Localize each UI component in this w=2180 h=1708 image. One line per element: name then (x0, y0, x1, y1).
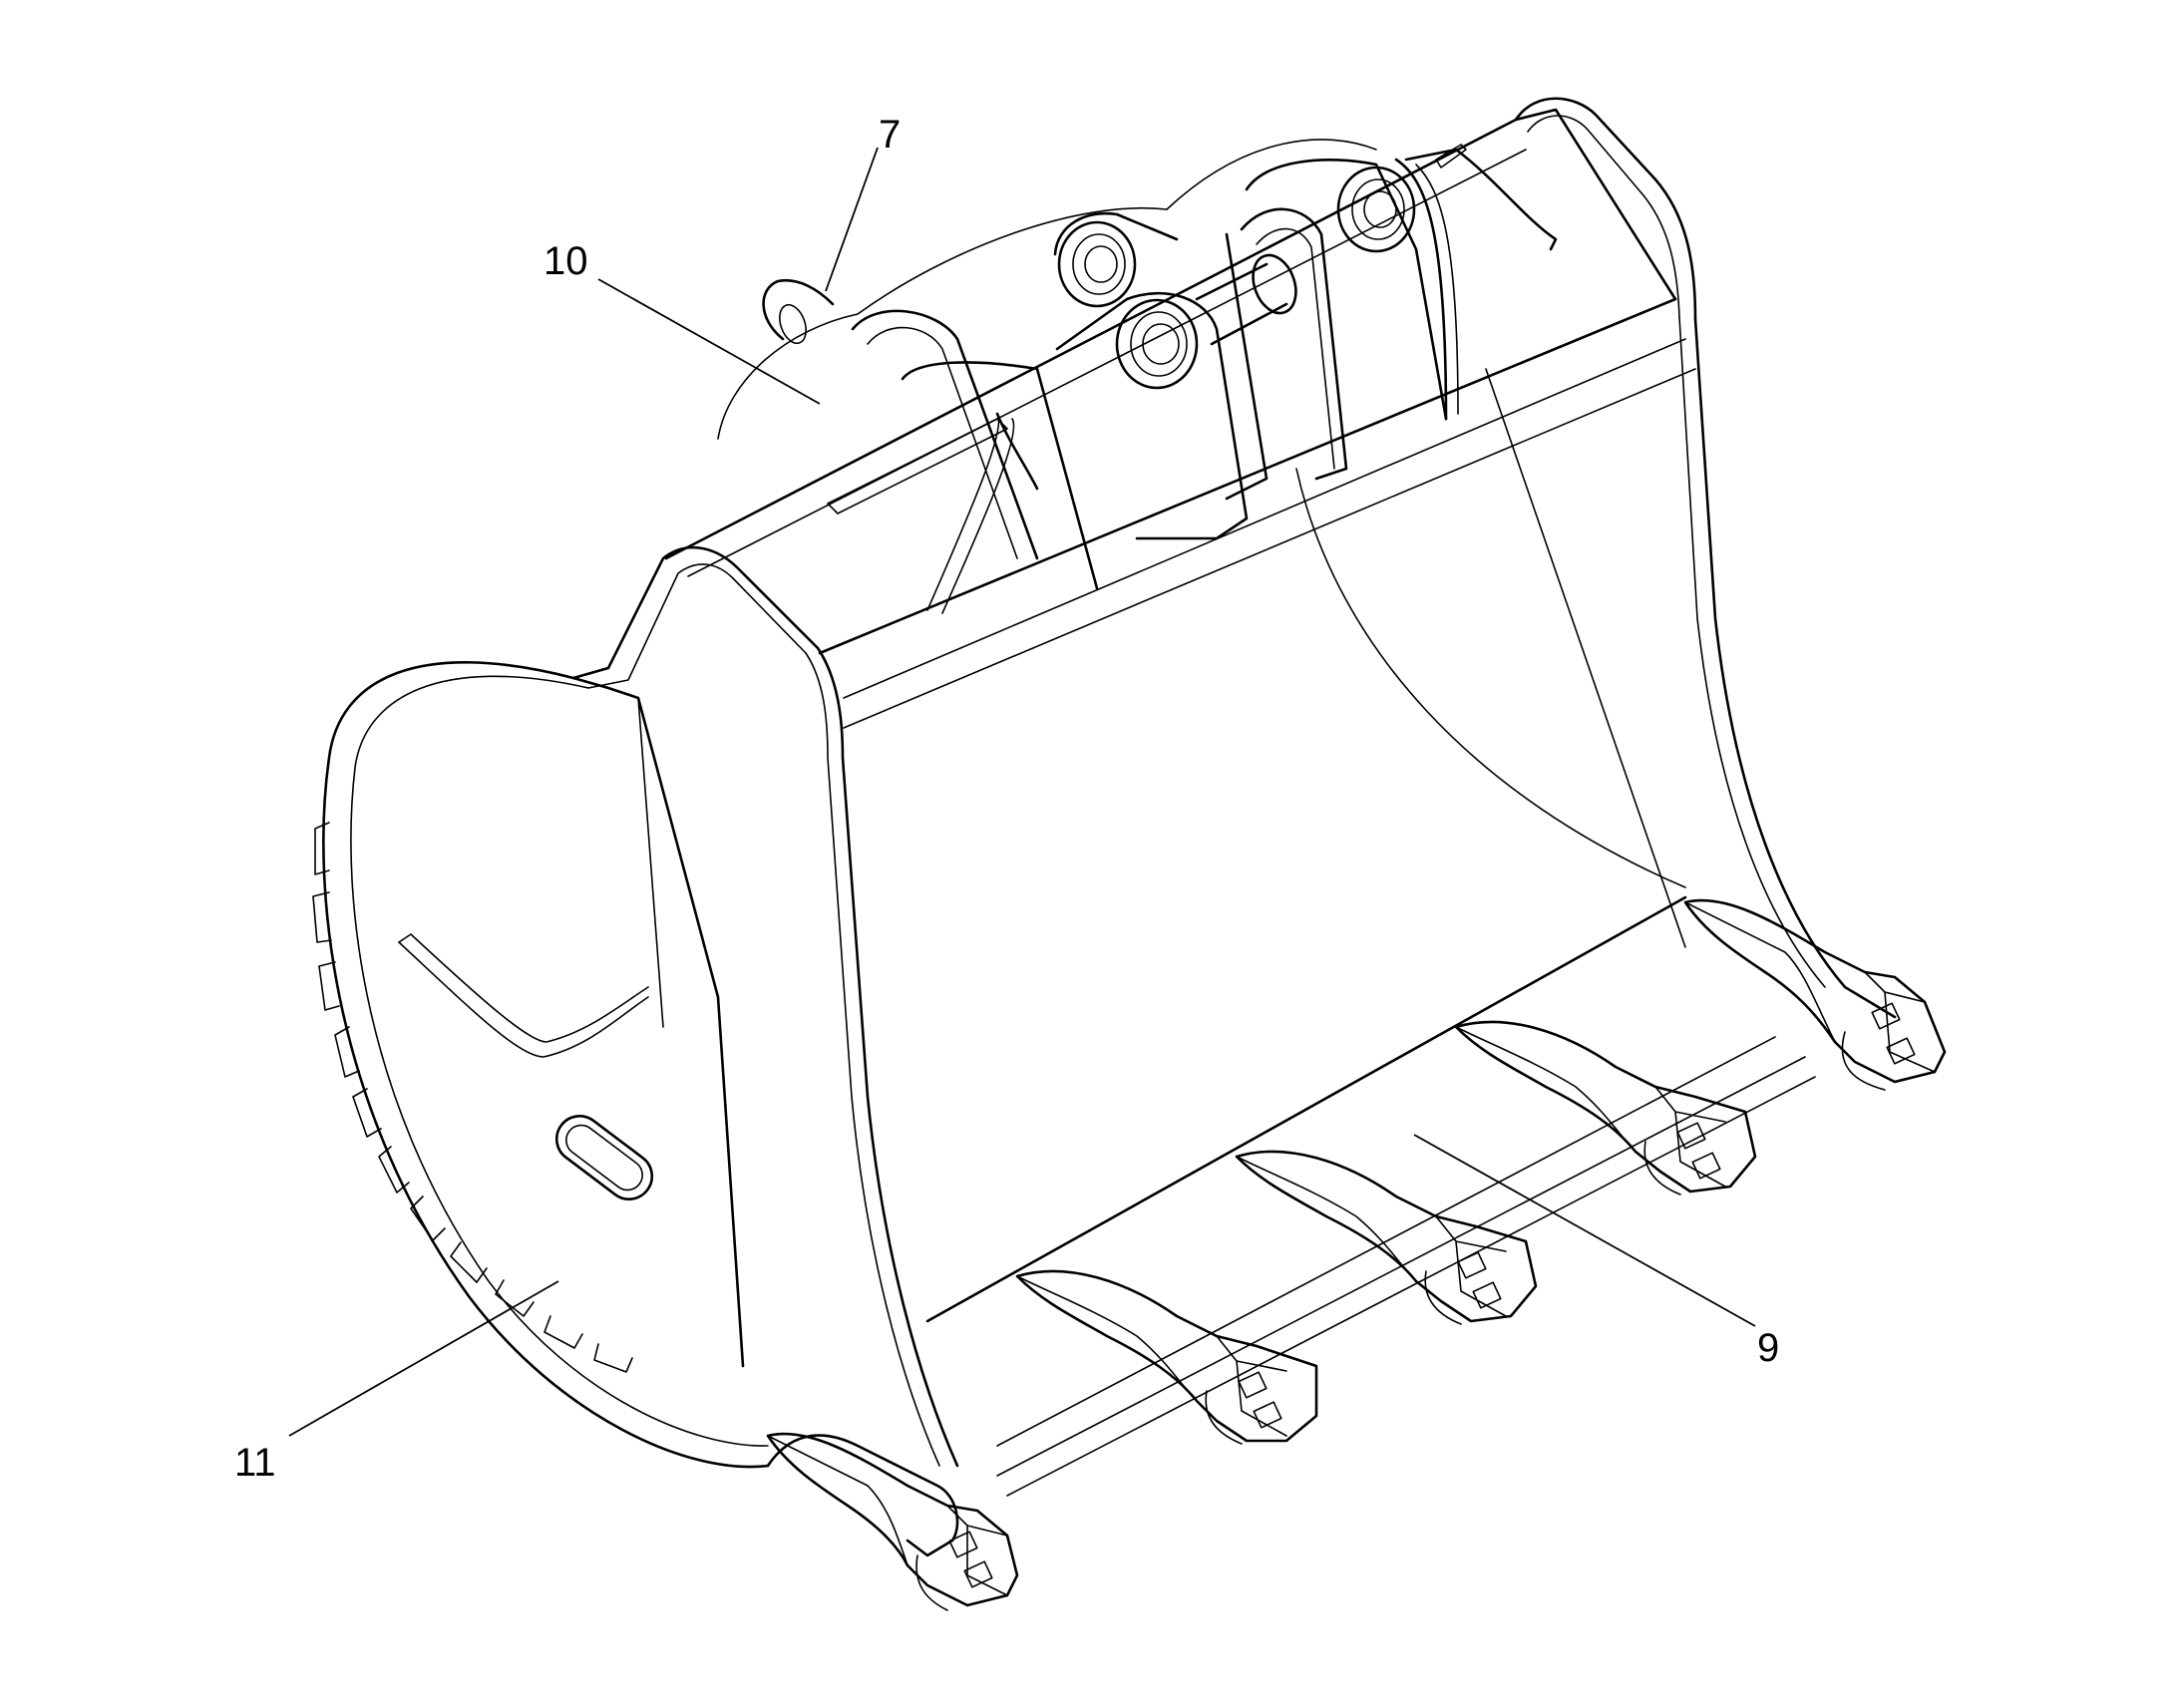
hinge-assembly (717, 139, 1558, 614)
left-side-plate (312, 661, 770, 1469)
callout-labels: 7 10 9 11 (234, 113, 1779, 1485)
tooth-5 (1683, 898, 1947, 1091)
tooth-3 (1235, 1150, 1538, 1325)
cutting-edge (925, 895, 1816, 1497)
leader-10 (597, 278, 821, 405)
tooth-2 (1015, 1269, 1318, 1445)
leader-9 (1413, 1134, 1756, 1327)
top-beam (664, 97, 1697, 729)
tooth-1 (766, 1432, 1019, 1611)
callout-10: 10 (544, 239, 588, 283)
leader-7 (825, 147, 879, 292)
right-side-wall (1295, 316, 1897, 1019)
leader-11 (288, 1280, 559, 1437)
bucket-teeth (766, 898, 1947, 1611)
callout-11: 11 (234, 1441, 276, 1485)
leader-lines (288, 147, 1756, 1437)
callout-7: 7 (879, 113, 901, 157)
callout-9: 9 (1757, 1326, 1779, 1370)
front-side-wall (571, 545, 959, 1557)
tooth-4 (1454, 1020, 1757, 1196)
